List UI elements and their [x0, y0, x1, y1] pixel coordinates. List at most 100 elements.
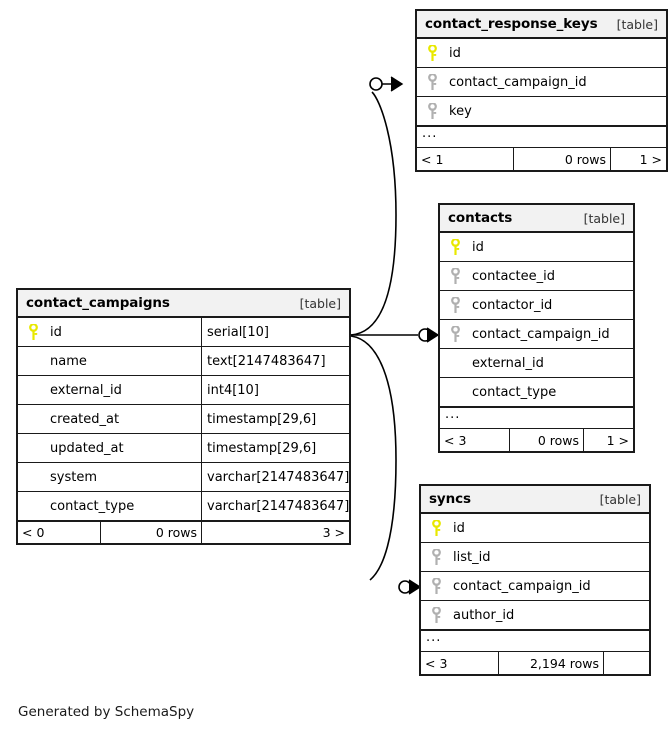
column-row[interactable]: external_id int4[10]: [18, 376, 349, 405]
column-row[interactable]: contact_type varchar[2147483647]: [18, 492, 349, 521]
foreign-key-icon: [423, 102, 441, 120]
table-header: contact_campaigns [table]: [18, 290, 349, 318]
column-label: contact_type: [472, 384, 557, 400]
footer-incoming-count[interactable]: < 3: [421, 652, 499, 674]
column-row[interactable]: created_at timestamp[29,6]: [18, 405, 349, 434]
table-title: syncs: [429, 491, 471, 507]
footer-row-count: 0 rows: [101, 522, 202, 543]
column-row[interactable]: author_id: [421, 601, 649, 630]
column-row[interactable]: contact_type: [440, 378, 633, 407]
primary-key-icon: [423, 44, 441, 62]
column-type: text[2147483647]: [201, 347, 349, 375]
column-row[interactable]: id: [417, 39, 666, 68]
column-name-cell: key: [417, 97, 666, 125]
column-label: author_id: [453, 607, 515, 623]
column-label: id: [472, 239, 484, 255]
column-name-cell: id: [18, 318, 201, 346]
column-name-cell: id: [417, 39, 666, 67]
column-name-cell: system: [18, 463, 201, 491]
footer-outgoing-count[interactable]: [604, 652, 649, 674]
table-title: contact_campaigns: [26, 295, 170, 311]
column-name-cell: id: [421, 514, 649, 542]
column-row[interactable]: contactor_id: [440, 291, 633, 320]
primary-key-icon: [24, 323, 42, 341]
footer-outgoing-count[interactable]: 1 >: [606, 432, 629, 448]
column-row[interactable]: id: [440, 233, 633, 262]
footer-row-count: 0 rows: [514, 148, 611, 170]
column-label: external_id: [50, 382, 122, 398]
table-header: syncs [table]: [421, 486, 649, 514]
column-row[interactable]: contactee_id: [440, 262, 633, 291]
column-name-cell: external_id: [18, 376, 201, 404]
column-row[interactable]: external_id: [440, 349, 633, 378]
footer-row-count: 0 rows: [510, 429, 584, 451]
footer-incoming-count[interactable]: < 3: [440, 429, 510, 451]
column-type: timestamp[29,6]: [201, 434, 349, 462]
column-label: contact_campaign_id: [472, 326, 610, 342]
table-contact-campaigns[interactable]: contact_campaigns [table] id serial[10] …: [16, 288, 351, 545]
column-name-cell: contact_type: [18, 492, 201, 520]
column-label: id: [453, 520, 465, 536]
column-name-cell: contactor_id: [440, 291, 633, 319]
column-label: contactee_id: [472, 268, 556, 284]
column-row[interactable]: list_id: [421, 543, 649, 572]
footer-outgoing-count[interactable]: 3 >: [322, 525, 345, 540]
column-label: list_id: [453, 549, 491, 565]
column-row[interactable]: contact_campaign_id: [417, 68, 666, 97]
table-title: contact_response_keys: [425, 16, 598, 32]
table-header: contacts [table]: [440, 205, 633, 233]
table-syncs[interactable]: syncs [table] id: [419, 484, 651, 676]
column-row[interactable]: id serial[10]: [18, 318, 349, 347]
edge-campaigns-to-response-keys: [350, 76, 403, 336]
column-row[interactable]: system varchar[2147483647]: [18, 463, 349, 492]
column-type: int4[10]: [201, 376, 349, 404]
column-label: contact_campaign_id: [449, 74, 587, 90]
column-type: varchar[2147483647]: [201, 463, 349, 491]
table-contact-response-keys[interactable]: contact_response_keys [table] id: [415, 9, 668, 172]
column-type: timestamp[29,6]: [201, 405, 349, 433]
column-name-cell: author_id: [421, 601, 649, 629]
table-kind-label: [table]: [599, 491, 641, 507]
table-footer: < 3 0 rows 1 >: [440, 429, 633, 451]
column-label: key: [449, 103, 472, 119]
column-label: external_id: [472, 355, 544, 371]
more-columns-indicator: ...: [421, 630, 649, 652]
column-row[interactable]: key: [417, 97, 666, 126]
footer-incoming-count[interactable]: < 1: [417, 148, 514, 170]
table-header: contact_response_keys [table]: [417, 11, 666, 39]
column-label: contactor_id: [472, 297, 553, 313]
column-row[interactable]: contact_campaign_id: [421, 572, 649, 601]
table-kind-label: [table]: [616, 16, 658, 32]
footer-incoming-count[interactable]: < 0: [18, 522, 101, 543]
primary-key-icon: [427, 519, 445, 537]
column-label: updated_at: [50, 440, 124, 456]
column-name-cell: updated_at: [18, 434, 201, 462]
column-label: contact_type: [50, 498, 135, 514]
column-label: contact_campaign_id: [453, 578, 591, 594]
table-contacts[interactable]: contacts [table] id: [438, 203, 635, 453]
more-columns-indicator: ...: [440, 407, 633, 429]
edge-campaigns-to-syncs: [350, 335, 421, 595]
edge-campaigns-to-contacts: [351, 327, 439, 343]
column-name-cell: name: [18, 347, 201, 375]
table-footer: < 0 0 rows 3 >: [18, 521, 349, 543]
column-name-cell: contact_campaign_id: [421, 572, 649, 600]
column-row[interactable]: id: [421, 514, 649, 543]
foreign-key-icon: [446, 325, 464, 343]
column-row[interactable]: name text[2147483647]: [18, 347, 349, 376]
footer-outgoing-count[interactable]: 1 >: [639, 151, 662, 167]
footer-row-count: 2,194 rows: [499, 652, 604, 674]
table-title: contacts: [448, 210, 513, 226]
column-name-cell: created_at: [18, 405, 201, 433]
column-name-cell: contactee_id: [440, 262, 633, 290]
column-name-cell: external_id: [440, 349, 633, 377]
column-row[interactable]: contact_campaign_id: [440, 320, 633, 349]
table-kind-label: [table]: [583, 210, 625, 226]
column-label: system: [50, 469, 97, 485]
foreign-key-icon: [427, 577, 445, 595]
column-name-cell: contact_type: [440, 378, 633, 406]
column-name-cell: list_id: [421, 543, 649, 571]
table-footer: < 3 2,194 rows: [421, 652, 649, 674]
column-row[interactable]: updated_at timestamp[29,6]: [18, 434, 349, 463]
